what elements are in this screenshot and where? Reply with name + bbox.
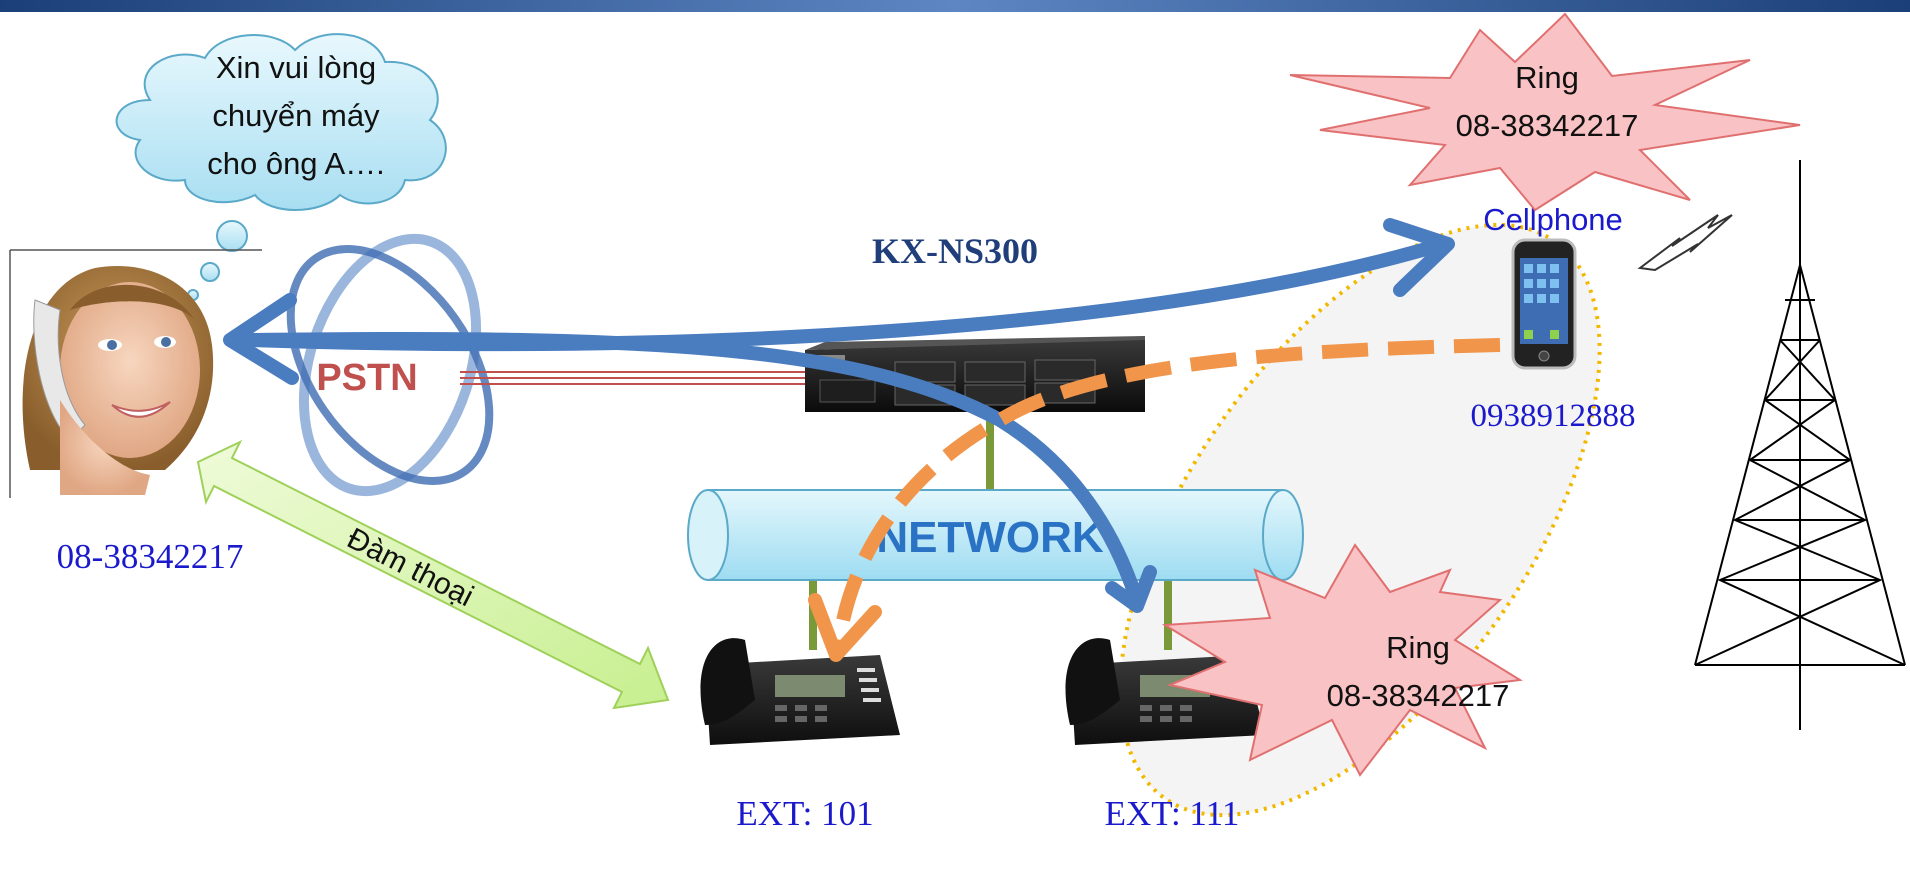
pbx-model-label: KX-NS300 xyxy=(872,231,1038,271)
ext111-label: EXT: 111 xyxy=(1105,794,1240,833)
caller-number: 08-38342217 xyxy=(57,537,244,576)
talk-label: Đàm thoại xyxy=(342,522,479,613)
network-links xyxy=(809,412,1172,650)
cellphone-number: 0938912888 xyxy=(1471,398,1636,434)
top-banner-bar xyxy=(0,0,1910,12)
ring-top-line1: Ring xyxy=(1515,60,1579,95)
ext101-label: EXT: 101 xyxy=(736,794,873,833)
talk-double-arrow xyxy=(196,439,670,710)
network-label: NETWORK xyxy=(876,513,1104,562)
arrowheads xyxy=(223,218,1455,613)
ring-burst-top xyxy=(1289,12,1801,212)
transfer-arrowhead xyxy=(808,593,882,662)
pbx-unit-image xyxy=(805,336,1145,412)
transfer-dashed-arrow xyxy=(831,338,1501,651)
speech-cloud xyxy=(115,33,447,301)
cell-tower-image xyxy=(1694,160,1906,730)
cloud-text-line3: cho ông A…. xyxy=(207,146,385,181)
cellphone-image xyxy=(1511,238,1577,370)
ring-bottom-line1: Ring xyxy=(1386,630,1450,665)
incoming-call-arrows xyxy=(243,238,1447,602)
caller-woman-image xyxy=(9,249,262,498)
ring-burst-bottom xyxy=(1161,543,1523,777)
cloud-text-line2: chuyển máy xyxy=(212,98,380,133)
ring-bottom-line2: 08-38342217 xyxy=(1327,678,1510,713)
ring-top-line2: 08-38342217 xyxy=(1456,108,1639,143)
lightning-bolt-icon xyxy=(1637,214,1733,272)
network-cylinder xyxy=(687,489,1304,581)
cloud-text-line1: Xin vui lòng xyxy=(216,50,376,85)
cellphone-label: Cellphone xyxy=(1483,202,1623,237)
pstn-trunk-lines xyxy=(460,371,810,385)
desk-phone-ext101-image xyxy=(700,638,900,745)
pstn-label: PSTN xyxy=(316,357,417,399)
